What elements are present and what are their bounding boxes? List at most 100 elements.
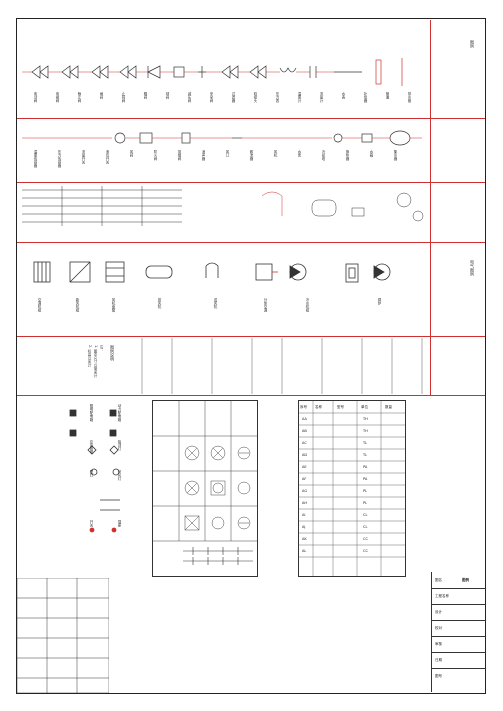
label-top-0: 电动阀: [34, 92, 38, 103]
frame-title: 图例: [470, 40, 475, 48]
title-block-label-2: 设计: [435, 610, 442, 614]
title-block-label-5: 日期: [435, 658, 442, 662]
legend-label-4: 壁灯: [90, 470, 94, 477]
table-unit-11: CC: [363, 549, 368, 553]
sensor-symbols-row: [22, 130, 422, 146]
table-unit-6: PL: [363, 489, 368, 493]
drawing-frame: [16, 18, 486, 694]
title-block-label-1: 工程名称: [435, 594, 449, 598]
label-second-5: 防火阀: [154, 150, 158, 161]
red-divider-3: [17, 242, 485, 243]
note-2: 2. 标高以米计: [88, 345, 92, 367]
red-divider-4: [17, 336, 485, 337]
label-mid-1: 新风机组: [76, 298, 80, 312]
label-second-13: 换热器: [346, 150, 350, 161]
table-unit-0: TH: [363, 417, 368, 421]
label-second-9: 散流器: [250, 150, 254, 161]
note-1: 1. 图中尺寸以毫米计: [94, 345, 98, 378]
table-code-5: AF: [302, 477, 307, 481]
title-block-row: [432, 652, 486, 653]
label-top-15: 补偿器: [364, 92, 368, 103]
label-second-2: 流量开关: [82, 150, 86, 164]
table-code-9: AJ: [302, 525, 306, 529]
table-unit-2: TL: [363, 441, 368, 445]
table-unit-9: CL: [363, 525, 368, 529]
table-code-3: AD: [302, 453, 308, 457]
equipment-table-grid: [299, 401, 405, 576]
red-divider-5: [17, 395, 485, 396]
table-header-3: 单位: [361, 405, 368, 409]
table-unit-1: TH: [363, 429, 368, 433]
legend-label-6: 开关: [90, 520, 94, 527]
table-code-6: AG: [302, 489, 308, 493]
fixture-grid: [152, 400, 258, 577]
title-block-label-6: 图号: [435, 674, 442, 678]
label-mid-7: 锅炉: [378, 298, 382, 305]
title-block-label-0: 图名: [435, 578, 442, 582]
note-0: 注：: [100, 345, 104, 352]
legend-label-3: 吸顶灯: [118, 440, 122, 451]
drawing-name: 图例: [462, 578, 469, 582]
label-second-7: 消声器: [202, 150, 206, 161]
table-code-8: AI: [302, 513, 306, 517]
label-top-4: 止回阀: [122, 92, 126, 103]
table-unit-5: PA: [363, 477, 368, 481]
table-unit-7: PL: [363, 501, 368, 505]
label-second-11: 水泵: [298, 150, 302, 157]
table-code-11: AL: [302, 549, 307, 553]
label-second-6: 排烟阀: [178, 150, 182, 161]
notes-band-lines: [141, 338, 423, 394]
label-top-9: 过滤器: [232, 92, 236, 103]
table-code-10: AK: [302, 537, 307, 541]
table-header-0: 序号: [300, 405, 307, 409]
label-second-3: 液位开关: [106, 150, 110, 164]
table-header-2: 型号: [337, 405, 344, 409]
label-top-8: 安全阀: [210, 92, 214, 103]
table-code-4: AE: [302, 465, 307, 469]
table-unit-4: PA: [363, 465, 368, 469]
label-second-12: 冷却塔: [322, 150, 326, 161]
table-header-4: 数量: [385, 405, 392, 409]
label-mid-0: 空调机组: [38, 298, 42, 312]
legend-symbols-left: [69, 409, 120, 533]
label-second-1: 压力传感器: [58, 150, 62, 168]
label-top-6: 球阀: [166, 92, 170, 99]
title-block-row: [432, 636, 486, 637]
fixture-grid-drawing: [153, 401, 257, 565]
mid-band-symbols: [22, 186, 424, 226]
label-top-1: 电磁阀: [56, 92, 60, 103]
label-top-5: 蝶阀: [144, 92, 148, 99]
legend-label-1: 动力配电箱: [118, 404, 122, 422]
equipment-symbols: [33, 261, 391, 283]
label-second-8: 风口: [226, 150, 230, 157]
title-block: 图名 工程名称 设计 校对 审核 日期 图号 图例: [431, 572, 486, 692]
table-unit-3: TL: [363, 453, 368, 457]
label-top-16: 管道: [386, 92, 390, 99]
legend-label-0: 照明配电箱: [90, 404, 94, 422]
label-top-17: 排水管: [408, 92, 412, 103]
label-mid-6: 冷水机组: [306, 298, 310, 312]
label-top-14: 水表: [342, 92, 346, 99]
table-code-1: AB: [302, 429, 307, 433]
label-second-10: 风机: [274, 150, 278, 157]
label-top-13: 流量计: [320, 92, 324, 103]
label-top-11: 压力表: [276, 92, 280, 103]
label-second-4: 风阀: [130, 150, 134, 157]
label-mid-2: 风机盘管: [112, 298, 116, 312]
table-code-7: AH: [302, 501, 308, 505]
title-block-label-3: 校对: [435, 626, 442, 630]
equipment-table: 序号 名称 型号 单位 数量 AA AB AC AD AE AF AG AH A…: [298, 400, 406, 577]
section-title: 电气图例: [470, 260, 475, 276]
legend-label-5: 荧光灯: [118, 470, 122, 481]
label-top-10: 软接头: [254, 92, 258, 103]
label-second-15: 集水器: [394, 150, 398, 161]
red-divider-2: [17, 182, 485, 183]
label-top-2: 截止阀: [78, 92, 82, 103]
table-code-0: AA: [302, 417, 307, 421]
revision-table: [17, 578, 109, 693]
title-block-row: [432, 668, 486, 669]
label-top-7: 减压阀: [188, 92, 192, 103]
red-divider-1: [17, 118, 485, 119]
label-top-3: 闸阀: [100, 92, 104, 99]
legend-label-2: 应急照明: [90, 440, 94, 454]
